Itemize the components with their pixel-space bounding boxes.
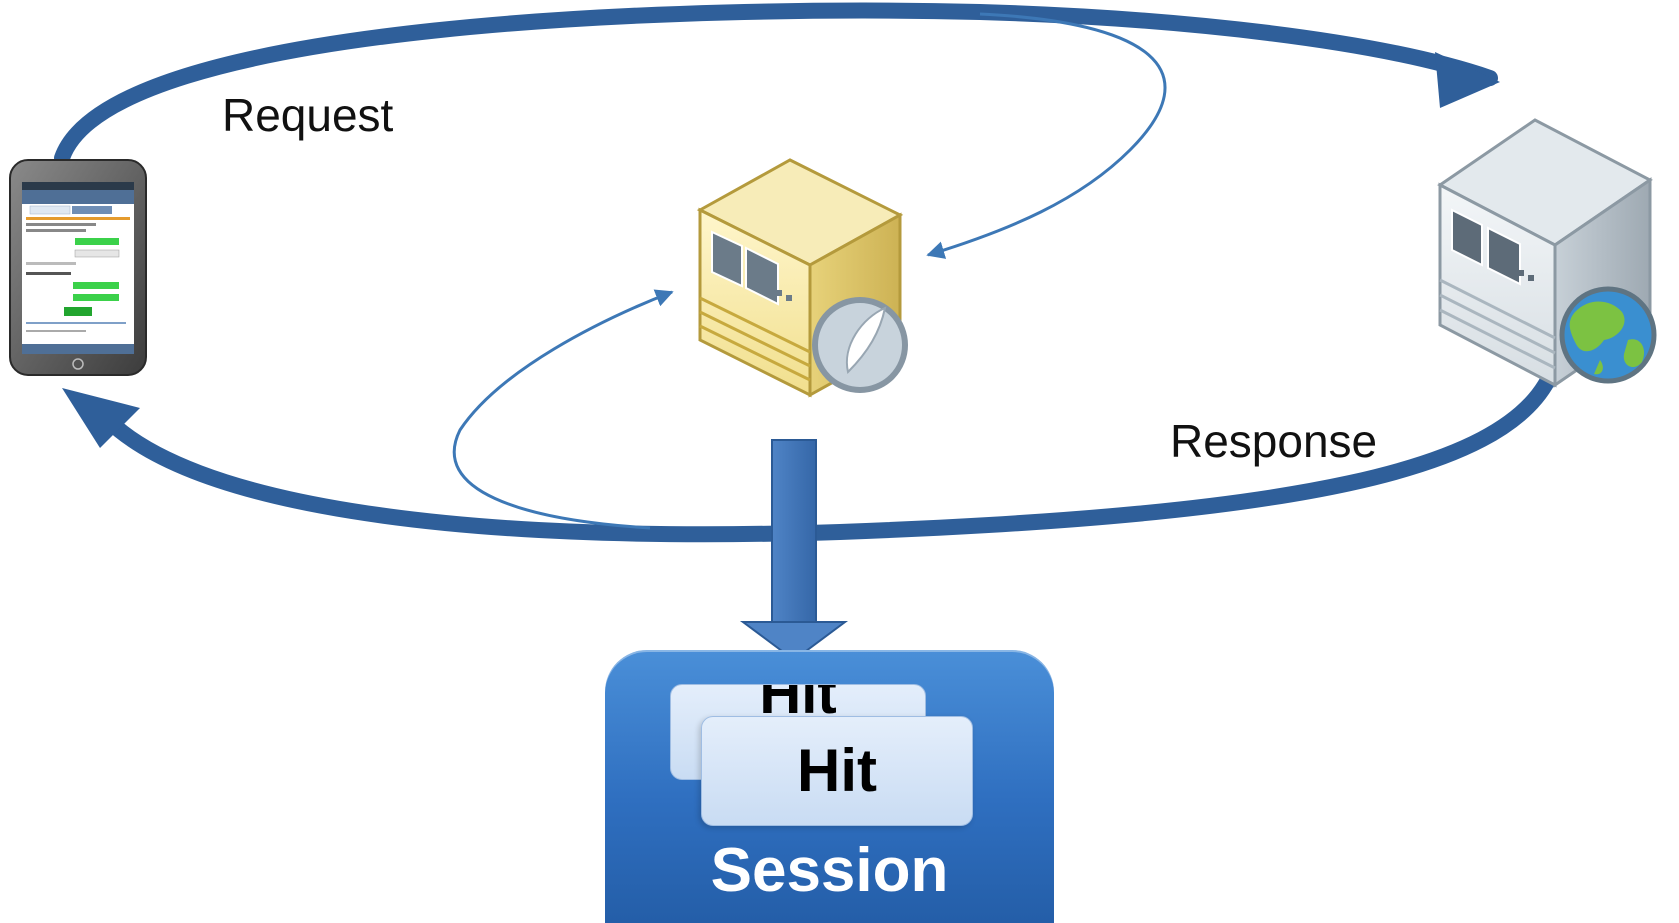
- capture-request-arrow: [926, 12, 1167, 259]
- capture-response-arrow: [452, 289, 674, 530]
- hit-card-front: Hit: [701, 716, 973, 826]
- request-flow-arrow: [54, 2, 1498, 166]
- smartphone-icon: [9, 159, 147, 376]
- web-server-globe-icon: [1437, 118, 1657, 388]
- request-arrowhead: [1435, 52, 1500, 108]
- application-server-icon: [696, 158, 908, 398]
- session-title: Session: [710, 836, 949, 905]
- response-flow-arrow: [100, 372, 1556, 543]
- session-container: Hit Hit Session: [605, 650, 1054, 923]
- store-down-arrow: [739, 439, 849, 662]
- response-label: Response: [1170, 415, 1378, 467]
- response-arrowhead: [62, 388, 140, 448]
- request-label: Request: [222, 89, 394, 141]
